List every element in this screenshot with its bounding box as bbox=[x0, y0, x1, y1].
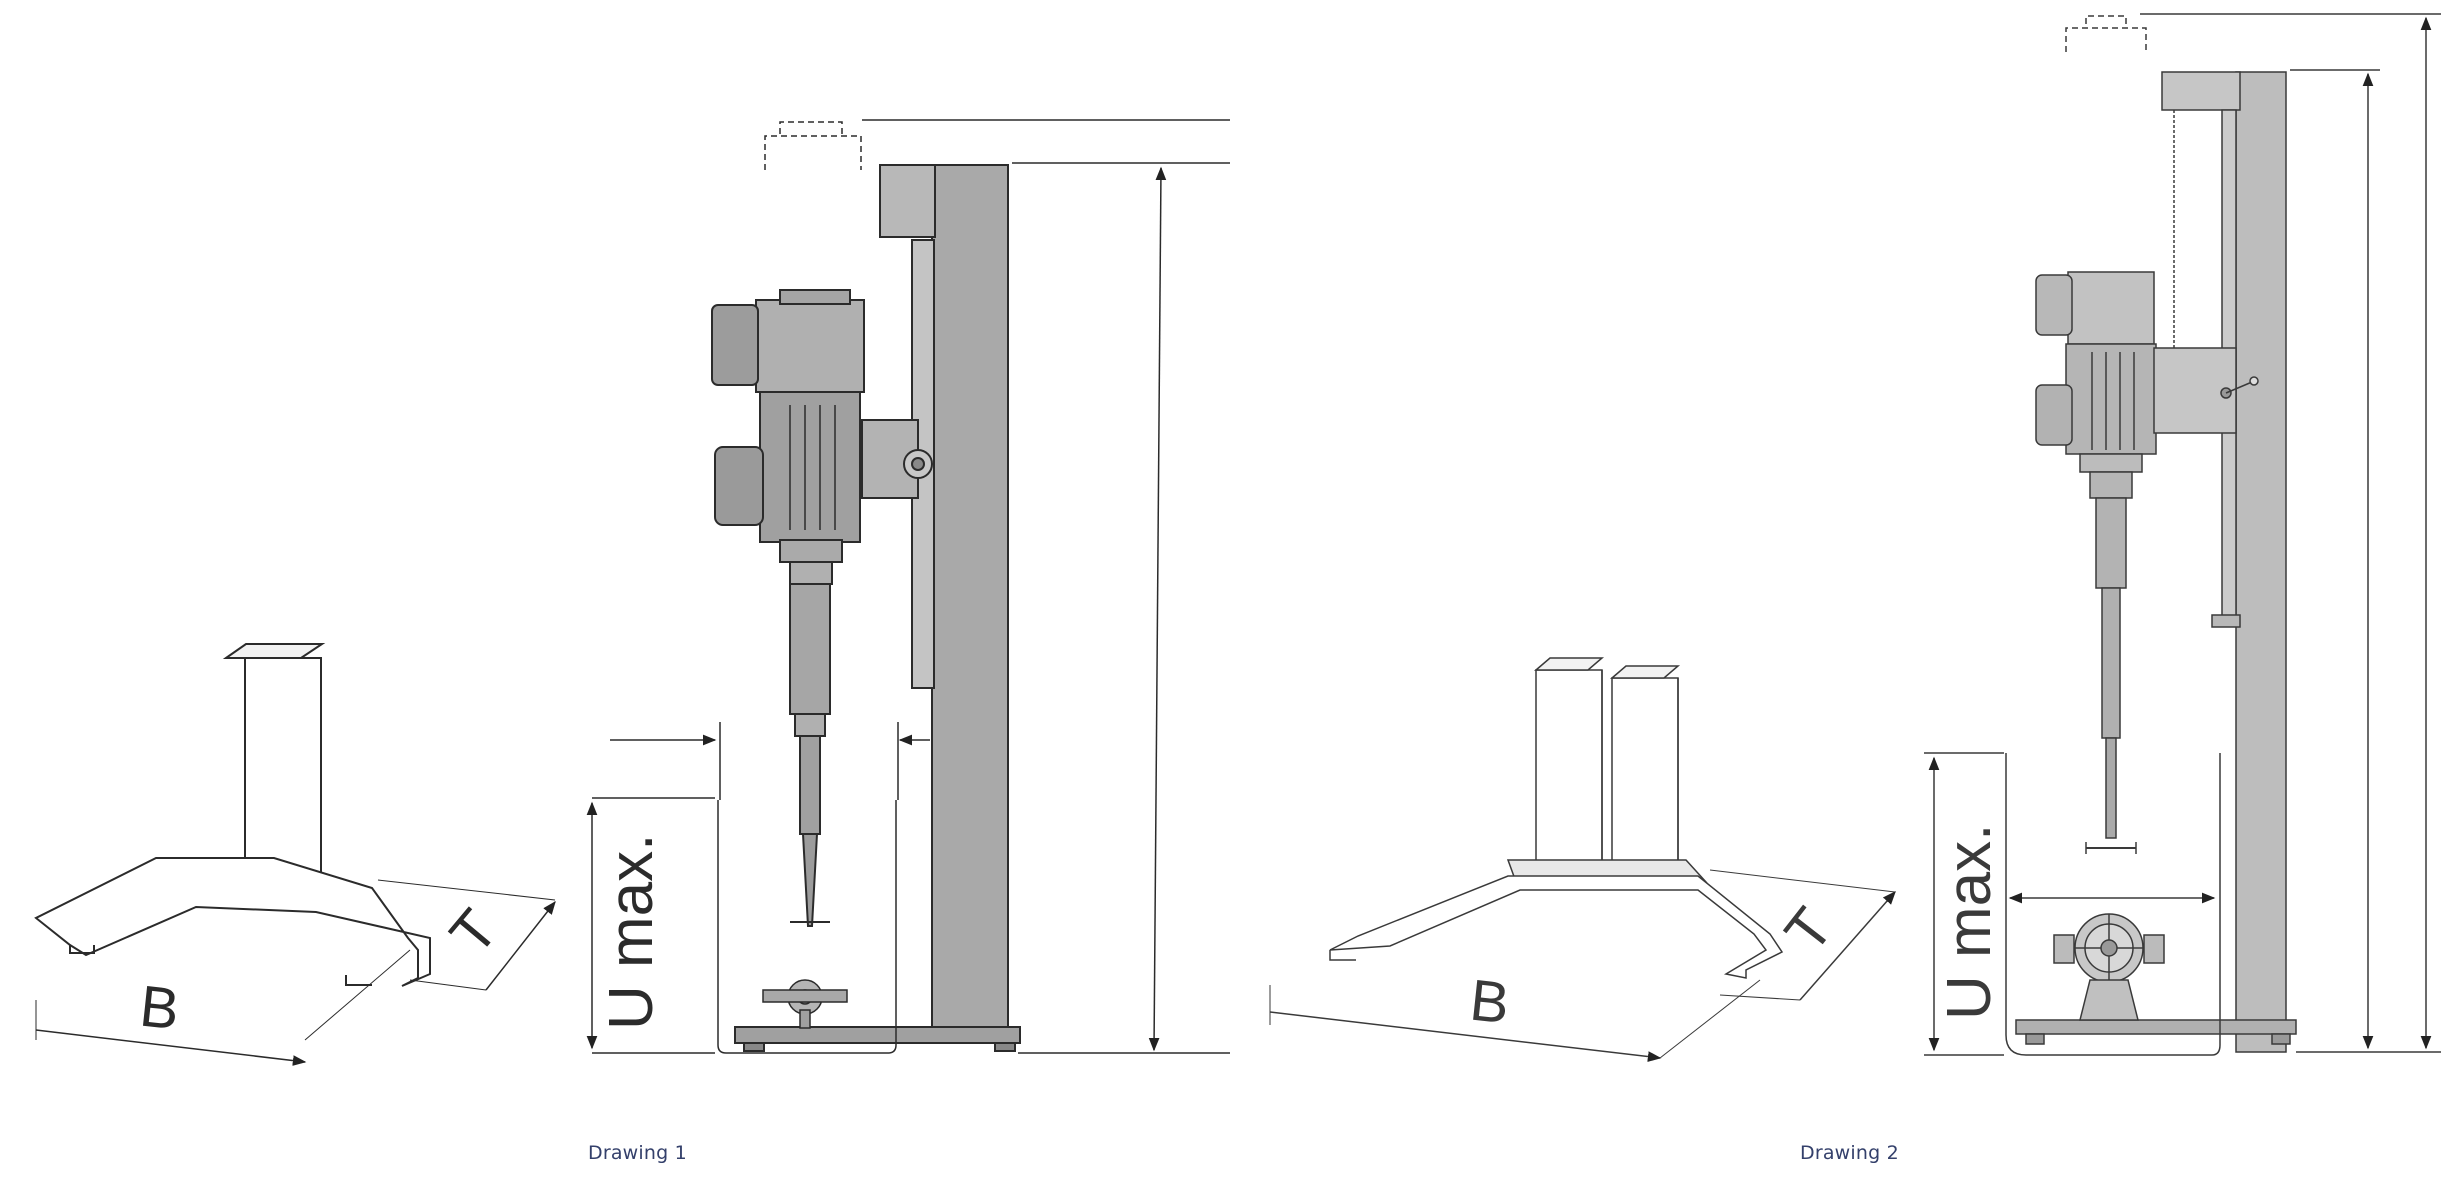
drawing-1-stand-column bbox=[734, 164, 1021, 1052]
drawing-1-base-footprint bbox=[34, 643, 556, 1066]
drawing-1-label-depth: T bbox=[438, 898, 511, 967]
drawing-2-caption: Drawing 2 bbox=[1800, 1142, 1899, 1164]
drawing-1-label-height: U max. bbox=[597, 834, 666, 1030]
drawing-2-motor bbox=[2035, 271, 2259, 854]
drawing-2-vessel bbox=[2005, 753, 2221, 1056]
drawing-2-label-height: U max. bbox=[1935, 824, 2004, 1020]
drawing-1 bbox=[34, 119, 1230, 1066]
drawing-1-caption: Drawing 1 bbox=[588, 1142, 687, 1164]
drawing-1-top-cap bbox=[764, 121, 862, 170]
drawing-2-dimensions bbox=[1924, 13, 2441, 1056]
drawing-1-label-width: B bbox=[137, 974, 182, 1043]
drawing-2-label-depth: T bbox=[1772, 896, 1845, 964]
drawing-1-motor bbox=[711, 289, 933, 927]
drawing-2-base-footprint bbox=[1269, 657, 1896, 1062]
drawing-2 bbox=[1269, 13, 2441, 1062]
drawing-1-vessel bbox=[717, 800, 897, 1054]
drawing-1-dimensions bbox=[586, 119, 1230, 1054]
drawing-2-stand-column bbox=[2015, 71, 2297, 1053]
drawing-2-label-width: B bbox=[1467, 968, 1512, 1037]
drawing-2-top-cap bbox=[2065, 15, 2147, 52]
